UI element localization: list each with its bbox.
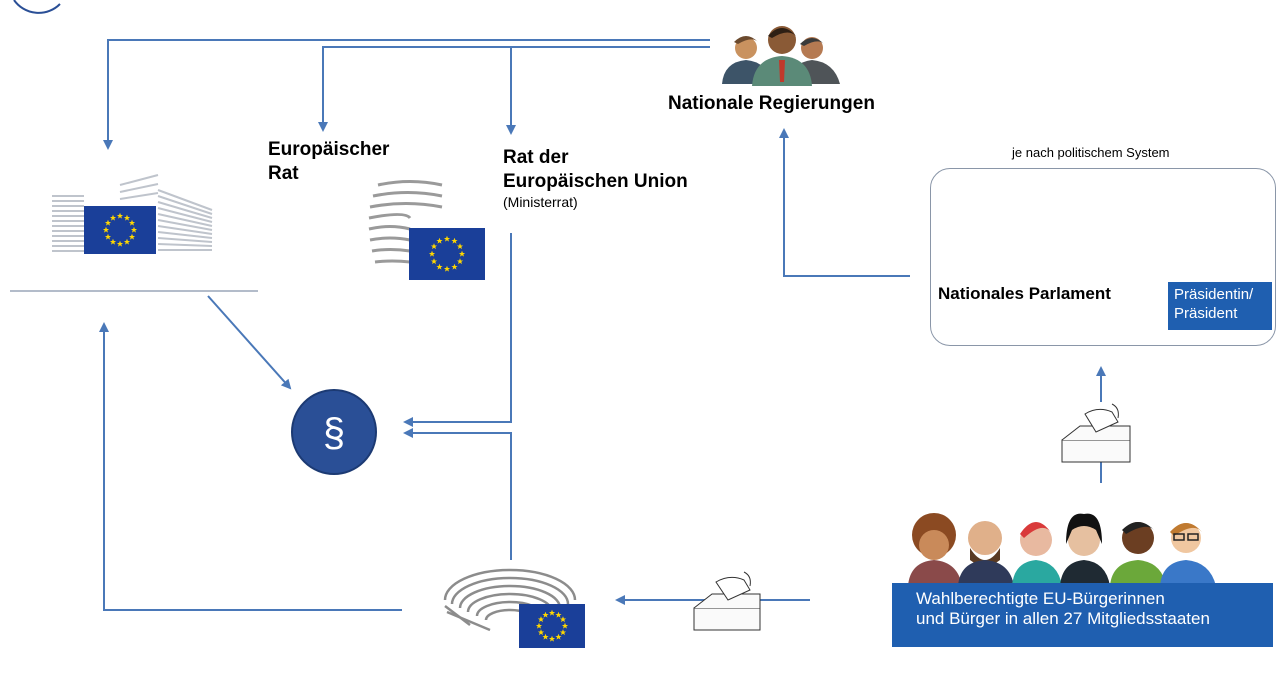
citizens-label-line1: Wahlberechtigte EU-Bürgerinnen: [916, 589, 1165, 608]
ballot-box-icon-lower: [693, 571, 761, 631]
national-governments-label: Nationale Regierungen: [668, 93, 875, 114]
arrow-gov-to-commission: [103, 39, 710, 150]
council-eu-sublabel: (Ministerrat): [503, 194, 578, 210]
logo-partial-icon: [13, 0, 61, 14]
law-symbol-text: §: [323, 411, 345, 455]
political-system-note: je nach politischem System: [1012, 145, 1170, 160]
european-council-building-icon: [368, 180, 485, 280]
european-council-label-line1: Europäischer: [268, 139, 390, 160]
arrow-council-eu-to-law: [403, 233, 512, 427]
arrow-parliament-to-law: [403, 428, 512, 560]
national-governments-people-icon: [722, 26, 840, 86]
citizens-label-line2: und Bürger in allen 27 Mitgliedsstaaten: [916, 609, 1210, 628]
law-paragraph-icon: §: [291, 389, 377, 475]
european-parliament-hemicycle-icon: [443, 568, 585, 648]
president-label-line1: Präsidentin/: [1174, 286, 1254, 303]
connector-arrows: [99, 39, 1106, 611]
arrow-national-to-governments: [779, 128, 910, 277]
european-council-label: Europäischer Rat: [268, 138, 389, 186]
national-parliament-label: Nationales Parlament: [938, 284, 1111, 303]
arrow-parliament-to-commission: [99, 322, 402, 611]
arrow-commission-to-law: [207, 295, 292, 390]
council-eu-label: Rat der Europäischen Union (Ministerrat): [503, 146, 688, 210]
president-box: Präsidentin/ Präsident: [1168, 282, 1272, 330]
european-council-label-line2: Rat: [268, 163, 299, 184]
president-label-line2: Präsident: [1174, 305, 1238, 322]
council-eu-label-line2: Europäischen Union: [503, 171, 688, 192]
ballot-box-icon: [1061, 403, 1131, 463]
arrow-gov-to-european-council: [318, 46, 710, 132]
citizens-group-icon: [908, 513, 1216, 586]
european-commission-building-icon: [10, 174, 258, 292]
council-eu-label-line1: Rat der: [503, 147, 569, 168]
citizens-box: Wahlberechtigte EU-Bürgerinnen und Bürge…: [892, 583, 1273, 647]
